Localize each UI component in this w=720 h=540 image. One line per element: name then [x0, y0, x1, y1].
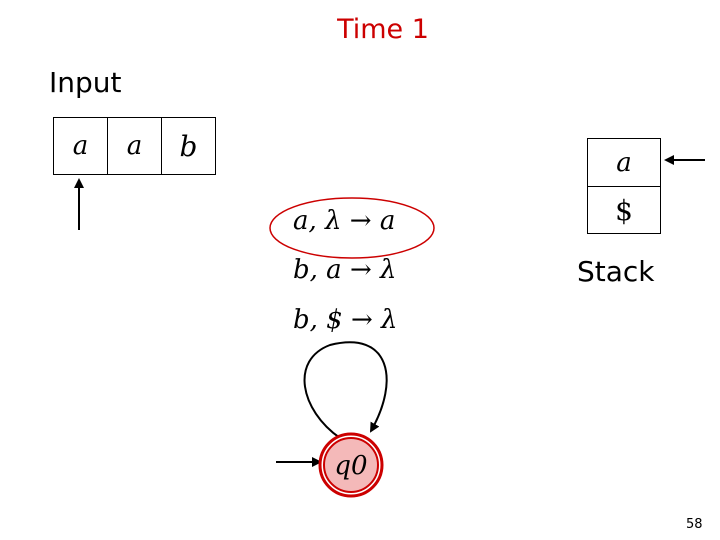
tape-cell: b: [179, 129, 198, 163]
input-label: Input: [49, 66, 122, 99]
stack-label: Stack: [577, 255, 655, 288]
stack-box: a $: [587, 138, 661, 234]
transition-pop-dollar: b, $ → λ: [293, 305, 398, 335]
transition-push-a: a, λ → a: [293, 206, 396, 236]
state-q0-label: q0: [334, 451, 367, 481]
active-transition-highlight: [269, 197, 435, 259]
stack-cell-top: a: [588, 139, 660, 187]
state-q0: [323, 437, 379, 493]
tape-cell: a: [108, 118, 162, 174]
tape-cell: a: [54, 118, 108, 174]
self-loop-arrow: [303, 341, 388, 439]
stack-cell-bottom: $: [615, 194, 633, 227]
slide-title: Time 1: [337, 14, 429, 45]
input-tape: a a b: [53, 117, 216, 175]
page-number: 58: [686, 517, 703, 532]
transition-pop-a: b, a → λ: [293, 255, 397, 285]
